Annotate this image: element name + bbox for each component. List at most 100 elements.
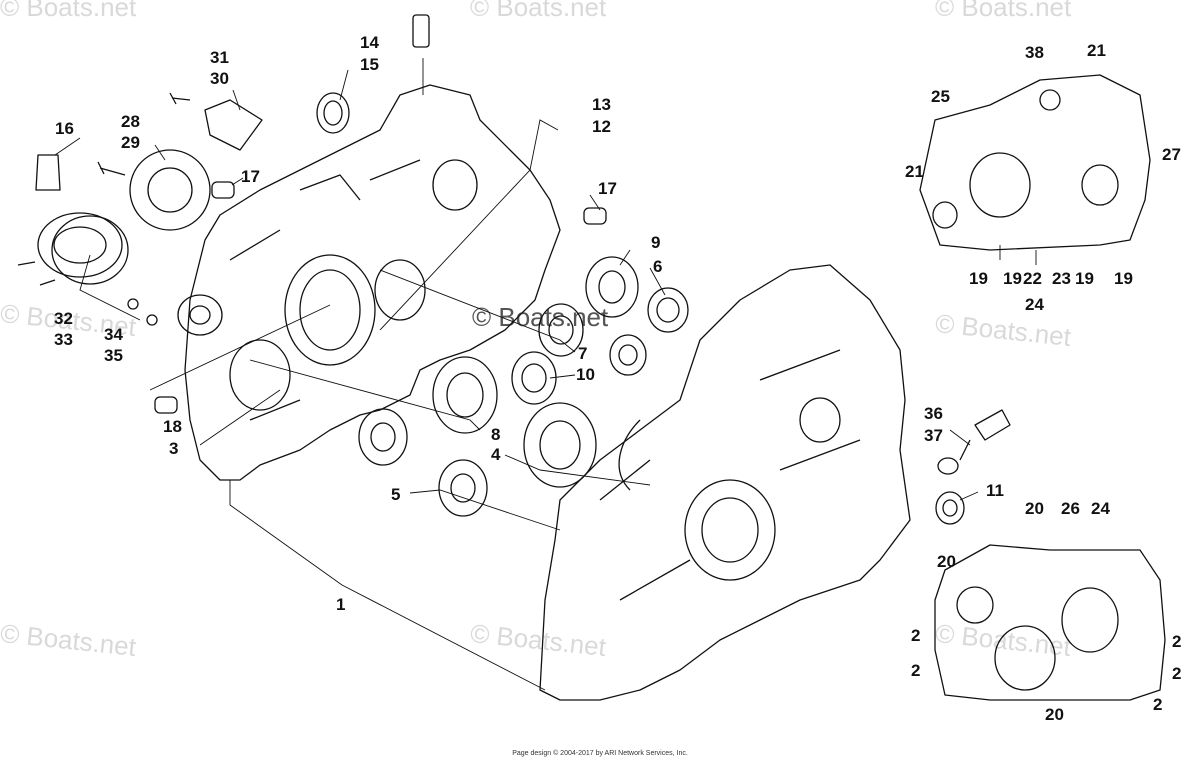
callout-20: 20 [1045,705,1064,724]
callout-37: 37 [924,426,943,445]
main-bearing-bore [284,254,376,366]
lower-bearing-bore [229,339,291,411]
callout-17: 17 [241,167,260,186]
callout-22: 22 [1023,269,1042,288]
bearing-7 [538,303,584,357]
callout-19: 19 [1114,269,1133,288]
leader-line [589,194,601,211]
callout-32: 32 [54,309,73,328]
callout-35: 35 [104,346,123,365]
watermark-text: © Boats.net [935,0,1072,22]
leader-line [379,119,559,331]
callout-13: 13 [592,95,611,114]
right-main-bore [684,479,776,581]
callout-31: 31 [210,48,229,67]
callout-4: 4 [491,445,501,464]
callout-26: 26 [1061,499,1080,518]
callout-19: 19 [1003,269,1022,288]
leader-line [232,89,241,111]
leader-line [409,489,561,531]
callout-8: 8 [491,425,501,444]
callout-10: 10 [576,365,595,384]
leader-line [379,269,576,353]
callout-25: 25 [931,87,950,106]
leader-line [79,254,141,321]
left-crankcase-half [184,84,561,481]
watermark-text: © Boats.net [0,0,137,22]
bearing-5 [438,459,488,517]
dipstick [959,409,1011,461]
callout-18: 18 [163,417,182,436]
callout-20: 20 [1025,499,1044,518]
bearing-6 [647,287,689,333]
footer-credit: Page design © 2004-2017 by ARI Network S… [512,750,688,757]
oil-filter-housing [37,212,123,278]
callout-5: 5 [391,485,401,504]
callout-21: 21 [905,162,924,181]
callout-36: 36 [924,404,943,423]
callout-19: 19 [1075,269,1094,288]
leader-line [249,359,481,431]
callout-27: 27 [1162,145,1181,164]
callout-21: 21 [1087,41,1106,60]
bolt [97,161,126,176]
leader-line [949,429,971,446]
callout-11: 11 [986,481,1004,500]
oil-seal [316,92,350,134]
filter-o-ring [51,215,129,285]
callout-6: 6 [653,257,663,276]
callout-24: 24 [1025,295,1044,314]
seal-11 [935,491,965,525]
o-ring-37 [937,457,959,475]
strainer-cover [177,294,223,336]
leader-line [549,374,576,379]
callout-17: 17 [598,179,617,198]
bearing-3 [358,408,408,466]
dowel [211,181,235,199]
dowel-pin [412,14,430,48]
leader-line [649,267,666,296]
breather-tube [204,99,263,151]
leader-line [619,249,631,266]
callout-2: 2 [911,626,921,645]
bottom-right-case-view [934,544,1166,701]
callout-16: 16 [55,119,74,138]
washer [146,314,158,326]
bearing-10 [511,351,557,405]
callout-20: 20 [937,552,956,571]
callout-2: 2 [1153,695,1163,714]
leader-line [231,177,244,186]
callout-14: 14 [360,33,379,52]
callout-15: 15 [360,55,379,74]
bearing-7b [609,334,647,376]
callout-23: 23 [1052,269,1071,288]
callout-28: 28 [121,112,140,131]
callout-12: 12 [592,117,611,136]
callout-2: 2 [1172,632,1182,651]
callout-33: 33 [54,330,73,349]
bearing-9 [585,256,639,318]
leader-line [339,69,349,101]
top-right-case-view [919,74,1151,251]
callout-29: 29 [121,133,140,152]
watermark-text: © Boats.net [470,0,607,22]
callout-2: 2 [911,661,921,680]
leader-line [229,480,546,691]
callout-1: 1 [336,595,346,614]
bolt [169,92,191,105]
callout-3: 3 [169,439,179,458]
callout-9: 9 [651,233,661,252]
oil-cooler-fitting [35,154,61,191]
callout-19: 19 [969,269,988,288]
bearing-8 [432,356,498,434]
leader-line [154,144,166,161]
dowel [154,396,178,414]
callout-38: 38 [1025,43,1044,62]
right-crankcase-half [539,264,911,701]
center-watermark: © Boats.net [472,302,609,332]
bearing-4 [523,402,597,488]
leader-line [149,304,331,446]
plug-bolt [127,298,139,310]
